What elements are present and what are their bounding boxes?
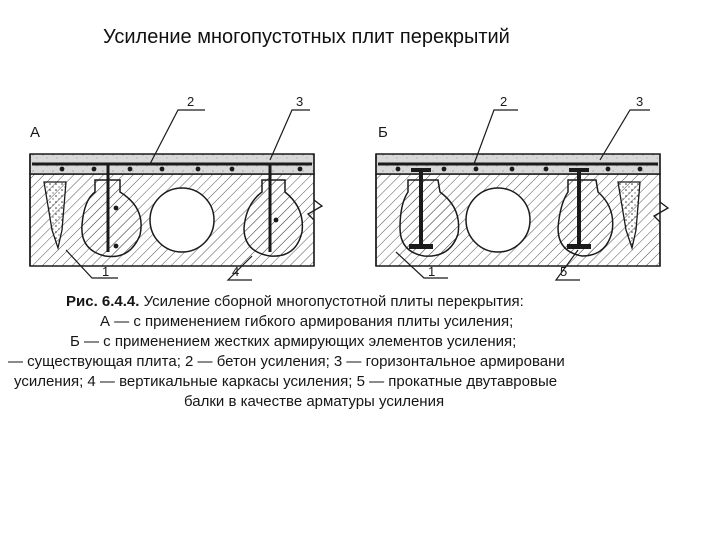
filled-void-b-2: [557, 179, 614, 257]
callout-b-1: 1: [428, 264, 435, 279]
caption-line-a: А — с применением гибкого армирования пл…: [100, 313, 514, 330]
filled-void-b-1: [399, 179, 460, 257]
caption-title-line: Рис. 6.4.4. Усиление сборной многопустот…: [66, 292, 524, 311]
rebar-points-b: [395, 166, 643, 172]
rebar-points-a: [59, 166, 303, 249]
callout-b-2: 2: [500, 94, 507, 109]
reinforcement-diagram: А: [29, 94, 670, 281]
callout-a-4: 4: [232, 264, 239, 279]
filled-void-a-1: [81, 179, 142, 258]
caption-line-4: усиления; 4 — вертикальные каркасы усиле…: [14, 373, 558, 390]
figure-title: Усиление сборной многопустотной плиты пе…: [143, 293, 524, 310]
caption-line-3: — существующая плита; 2 — бетон усиления…: [8, 353, 565, 370]
break-line-a: [306, 154, 324, 266]
panel-b: Б: [375, 94, 670, 281]
figure: А: [0, 80, 720, 435]
i-beams-b: [409, 168, 591, 249]
figure-number: Рис. 6.4.4.: [66, 293, 140, 310]
panel-a: А: [29, 94, 324, 281]
filled-void-a-2: [243, 179, 304, 257]
leaders-b: [395, 109, 650, 281]
panel-b-label: Б: [378, 124, 388, 141]
break-line-b: [652, 154, 670, 266]
leaders-a: [65, 109, 310, 281]
slide-title: Усиление многопустотных плит перекрытий: [103, 26, 510, 48]
side-anchor-a: [43, 181, 67, 251]
callout-a-1: 1: [102, 264, 109, 279]
callout-b-5: 5: [560, 264, 567, 279]
callout-a-3: 3: [296, 94, 303, 109]
side-anchor-b: [617, 181, 641, 251]
caption-line-b: Б — с применением жестких армирующих эле…: [70, 333, 517, 350]
callout-a-2: 2: [187, 94, 194, 109]
hollow-core-a: [149, 187, 215, 253]
hollow-core-b: [465, 187, 531, 253]
panel-a-label: А: [30, 124, 40, 141]
caption-line-5: балки в качестве арматуры усиления: [184, 393, 445, 410]
callouts-a: 2 3 1 4: [102, 94, 303, 279]
callouts-b: 2 3 1 5: [428, 94, 643, 279]
callout-b-3: 3: [636, 94, 643, 109]
